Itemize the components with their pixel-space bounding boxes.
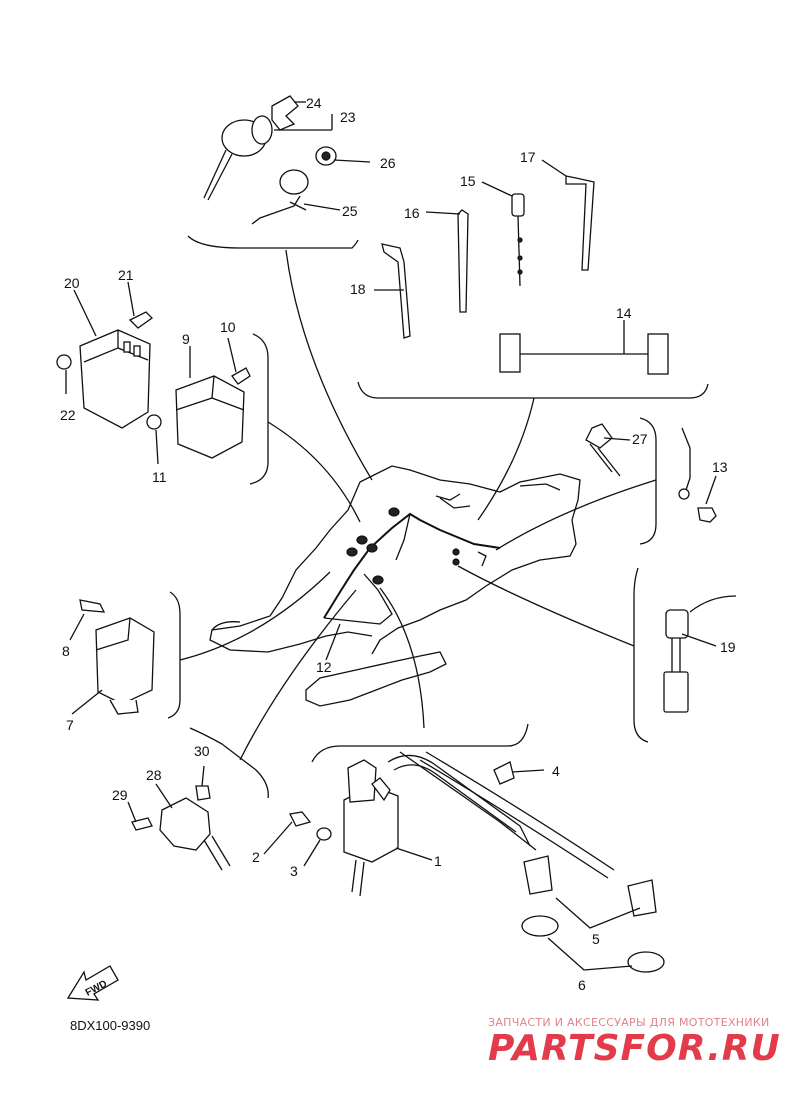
bands-clamps [381,175,669,375]
watermark: ЗАПЧАСТИ И АКСЕССУАРЫ ДЛЯ МОТОТЕХНИКИ PA… [488,1016,781,1069]
ground-lead-part [678,427,717,523]
callout-1: 1 [434,853,442,869]
callout-9: 9 [182,331,190,347]
fwd-arrow: FWD [66,965,119,1001]
callout-18: 18 [350,281,366,297]
callout-24: 24 [306,95,322,111]
neutral-switch-part [585,423,621,477]
callout-16: 16 [404,205,420,221]
wire-harness [323,507,501,625]
callout-25: 25 [342,203,358,219]
callout-4: 4 [552,763,560,779]
pulser-part [131,785,231,871]
reference-code: 8DX100-9390 [70,1018,150,1033]
callout-21: 21 [118,267,134,283]
callout-5: 5 [592,931,600,947]
starter-knob-part [251,146,337,225]
callout-3: 3 [290,863,298,879]
callout-28: 28 [146,767,162,783]
callout-7: 7 [66,717,74,733]
sensor-part [663,595,737,713]
callout-22: 22 [60,407,76,423]
rectifier-part [56,311,154,429]
callout-29: 29 [112,787,128,803]
callout-26: 26 [380,155,396,171]
callout-10: 10 [220,319,236,335]
relay-part [146,367,251,459]
callout-19: 19 [720,639,736,655]
callout-23: 23 [340,109,356,125]
callout-17: 17 [520,149,536,165]
callout-14: 14 [616,305,632,321]
group-brackets [167,235,709,799]
plug-leads [387,751,665,973]
watermark-tagline: ЗАПЧАСТИ И АКСЕССУАРЫ ДЛЯ МОТОТЕХНИКИ [488,1016,770,1029]
frame-outline [209,465,581,707]
callout-labels: 24 23 26 25 17 15 16 18 14 20 21 22 9 10… [60,95,736,993]
callout-leaders [65,101,717,971]
callout-11: 11 [152,469,167,485]
callout-13: 13 [712,459,728,475]
watermark-logo: PARTSFOR.RU [488,1028,781,1069]
callout-6: 6 [578,977,586,993]
callout-30: 30 [194,743,210,759]
callout-20: 20 [64,275,80,291]
callout-27: 27 [632,431,648,447]
group-leader-lines [179,249,657,761]
main-switch-part [203,95,299,201]
callout-8: 8 [62,643,70,659]
callout-15: 15 [460,173,476,189]
callout-2: 2 [252,849,260,865]
ignition-coil-part [289,759,399,897]
callout-12: 12 [316,659,332,675]
cdi-unit-part [79,599,155,715]
